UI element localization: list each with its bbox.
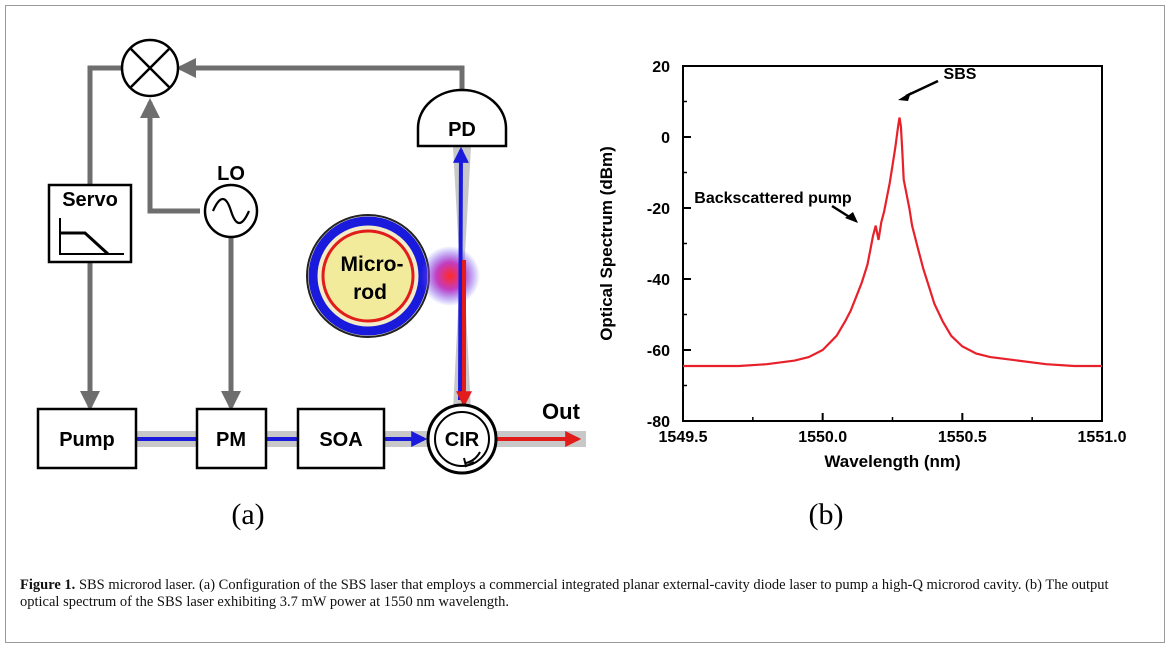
microrod-label-line2: rod <box>353 281 387 304</box>
backscattered-pump-annotation: Backscattered pump <box>694 190 858 223</box>
pm-label: PM <box>216 429 246 451</box>
circulator-arrow-icon <box>465 451 481 464</box>
x-tick-label: 1551.0 <box>1078 429 1127 446</box>
x-tick-label: 1550.5 <box>938 429 987 446</box>
out-label: Out <box>542 399 581 424</box>
y-tick-label: 20 <box>652 59 670 76</box>
backscatter-annotation-label: Backscattered pump <box>694 190 852 207</box>
sine-icon <box>211 197 251 225</box>
y-tick-label: -80 <box>647 414 670 431</box>
beam-paths <box>136 146 582 447</box>
soa-block: SOA <box>296 407 386 470</box>
microrod-label-line1: Micro- <box>341 253 404 276</box>
y-tick-label: 0 <box>661 130 670 147</box>
figure-caption: Figure 1. SBS microrod laser. (a) Config… <box>20 577 1150 611</box>
x-axis-label: Wavelength (nm) <box>824 452 960 471</box>
x-tick-label: 1550.0 <box>798 429 847 446</box>
sbs-annotation-label: SBS <box>944 66 977 83</box>
lo-oscillator: LO <box>203 163 259 239</box>
x-tick-label: 1549.5 <box>659 429 708 446</box>
microrod-resonator: Micro- rod <box>306 214 480 338</box>
servo-block: Servo <box>47 183 133 264</box>
pd-label: PD <box>448 119 476 141</box>
spectrum-series-line <box>683 117 1102 368</box>
soa-label: SOA <box>319 429 362 451</box>
y-axis-label: Optical Spectrum (dBm) <box>597 146 616 341</box>
pump-label: Pump <box>59 429 115 451</box>
servo-label: Servo <box>62 189 118 211</box>
chart-axes: 1549.5 1550.0 1550.5 1551.0 20 0 -20 -40 -60 -80 <box>647 59 1127 446</box>
phase-modulator-block: PM <box>195 407 268 470</box>
mixer-icon <box>120 38 180 98</box>
panel-b-label: (b) <box>809 498 844 531</box>
caption-figure-label: Figure 1. <box>20 577 76 593</box>
y-tick-label: -20 <box>647 201 670 218</box>
panel-a-diagram: Servo LO PD Micro- rod <box>36 38 586 531</box>
figure-frame <box>5 5 1165 643</box>
y-tick-label: -40 <box>647 272 670 289</box>
y-tick-label: -60 <box>647 343 670 360</box>
pump-laser-block: Pump <box>36 407 138 470</box>
photodetector: PD <box>416 88 508 148</box>
panel-a-label: (a) <box>231 498 264 531</box>
sbs-annotation: SBS <box>898 66 977 101</box>
caption-text: SBS microrod laser. (a) Configuration of… <box>20 577 1109 610</box>
circulator: CIR <box>426 403 498 475</box>
lo-label: LO <box>217 163 245 185</box>
cir-label: CIR <box>445 429 480 451</box>
plot-frame <box>682 65 1103 422</box>
